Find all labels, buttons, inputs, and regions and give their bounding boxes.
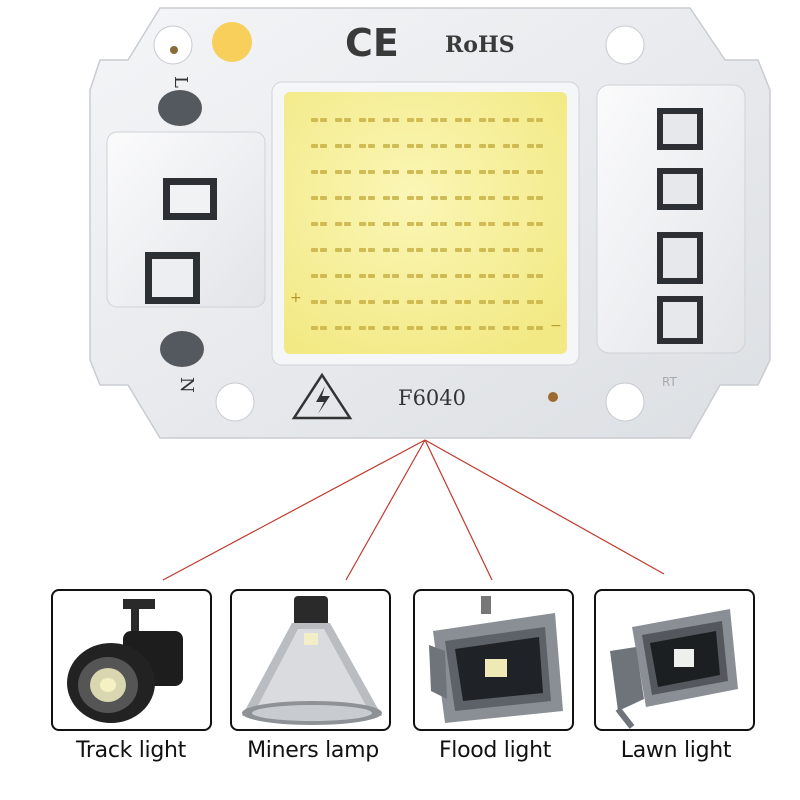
ce-mark: CE [345, 21, 399, 65]
application-card-track-light [51, 589, 212, 731]
mounting-hole [605, 382, 645, 422]
mounting-hole [215, 382, 255, 422]
led-chip-grid [311, 118, 551, 334]
pin-pad-l [158, 90, 202, 126]
pin-label-n: N [176, 377, 197, 393]
caption-flood-light: Flood light [438, 738, 552, 763]
application-card-lawn-light [594, 589, 755, 731]
pin-label-l: L [170, 76, 191, 88]
rt-label: RT [662, 375, 677, 389]
high-voltage-warning-icon [291, 372, 353, 420]
connector-lines [162, 439, 665, 581]
mounting-hole [153, 25, 193, 65]
caption-track-light: Track light [75, 738, 187, 763]
application-card-miners-lamp [230, 589, 391, 731]
caption-miners-lamp: Miners lamp [247, 738, 379, 763]
application-card-flood-light [413, 589, 574, 731]
solder-dot [170, 46, 178, 54]
polarity-plus: + [290, 290, 302, 306]
polarity-minus: − [550, 318, 562, 334]
flood-light-icon [429, 596, 563, 723]
miners-lamp-icon [242, 596, 382, 725]
track-light-icon [67, 599, 183, 723]
rohs-mark: RoHS [445, 32, 515, 58]
pin-pad-n [160, 331, 204, 367]
solder-dot [548, 392, 558, 402]
model-label: F6040 [398, 386, 466, 410]
mounting-hole [605, 25, 645, 65]
indicator-dot [212, 22, 252, 62]
caption-lawn-light: Lawn light [620, 738, 732, 763]
driver-block-right [596, 84, 746, 354]
lawn-light-icon [610, 609, 738, 729]
